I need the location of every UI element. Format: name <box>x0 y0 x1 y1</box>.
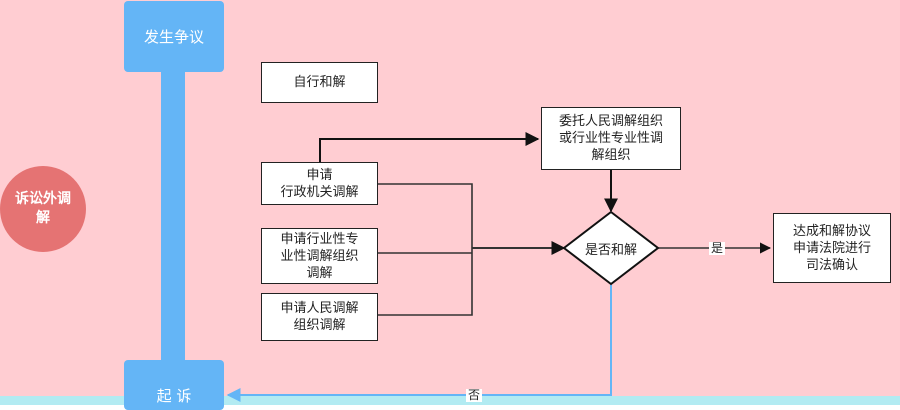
node-lawsuit: 起 诉 <box>124 360 224 410</box>
node-dispute: 发生争议 <box>124 1 224 72</box>
node-self-settle: 自行和解 <box>261 62 378 103</box>
edge-label-no: 否 <box>466 388 483 402</box>
node-apply-admin: 申请 行政机关调解 <box>261 162 378 205</box>
edge-no <box>226 285 612 402</box>
edge-label-yes: 是 <box>709 241 726 255</box>
edge-admin-to-entrust <box>319 132 540 162</box>
edge-people-to-merge <box>378 248 473 316</box>
decision-diamond <box>562 210 660 286</box>
edge-admin-to-merge <box>378 183 473 248</box>
node-agreement: 达成和解协议 申请法院进行 司法确认 <box>773 213 891 283</box>
node-entrust: 委托人民调解组织 或行业性专业性调 解组织 <box>541 107 681 170</box>
bottom-band <box>0 396 900 405</box>
node-decision-label: 是否和解 <box>584 242 637 258</box>
node-apply-people: 申请人民调解 组织调解 <box>261 293 378 341</box>
node-out-of-court-mediation: 诉讼外调 解 <box>0 166 86 252</box>
timeline-bar <box>161 68 185 368</box>
node-apply-industry: 申请行业性专 业性调解组织 调解 <box>261 228 378 284</box>
